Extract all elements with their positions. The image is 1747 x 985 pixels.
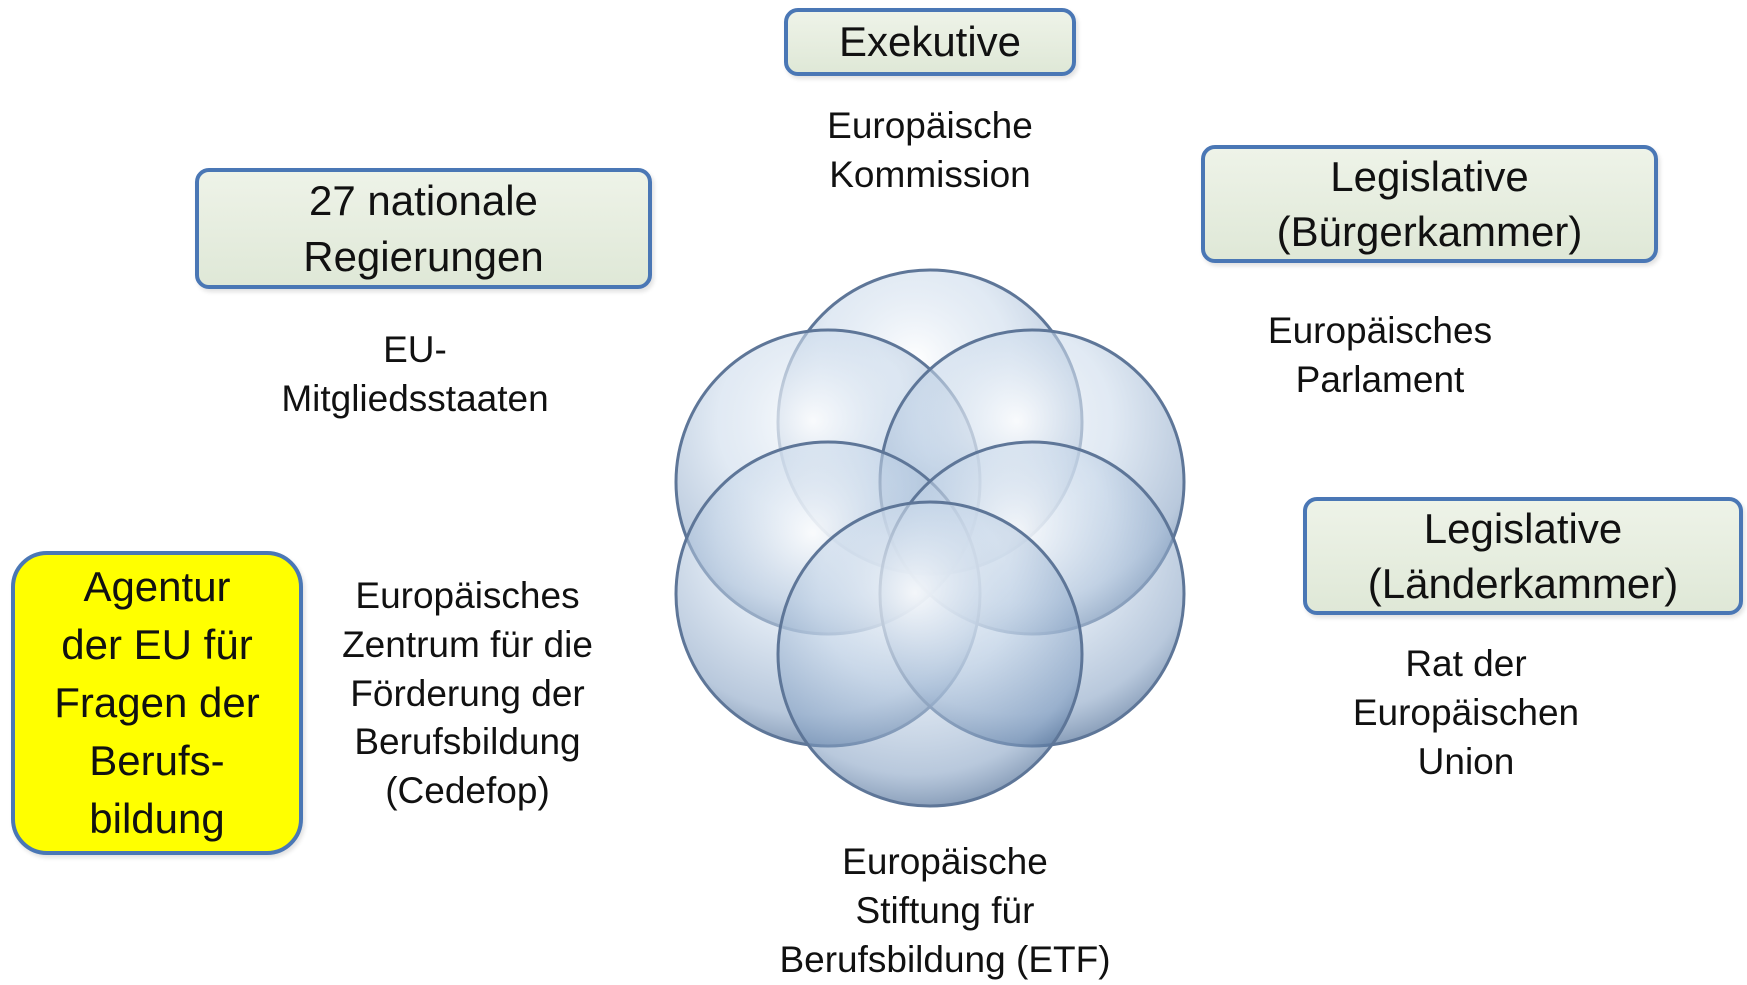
cedefop-label: Europäisches Zentrum für die Förderung d… (342, 575, 593, 812)
exekutive-box: Exekutive (784, 8, 1076, 76)
national-governments-text: 27 nationale Regierungen (303, 177, 544, 280)
buergerkammer-text: Legislative (Bürgerkammer) (1276, 152, 1583, 255)
circle-bottom (776, 500, 1084, 808)
buergerkammer-box: Legislative (Bürgerkammer) (1201, 145, 1658, 263)
etf-label: Europäische Stiftung für Berufsbildung (… (779, 841, 1111, 980)
overlapping-circles-diagram (674, 268, 1186, 808)
agentur-box: Agentur der EU für Fragen der Berufs- bi… (11, 551, 303, 855)
mitgliedsstaaten-label: EU- Mitgliedsstaaten (281, 329, 549, 419)
kommission-label: Europäische Kommission (827, 105, 1033, 195)
laenderkammer-text: Legislative (Länderkammer) (1367, 504, 1679, 607)
rat-label: Rat der Europäischen Union (1352, 643, 1580, 782)
national-governments-box: 27 nationale Regierungen (195, 168, 652, 289)
agentur-text: Agentur der EU für Fragen der Berufs- bi… (54, 563, 260, 842)
parlament-label: Europäisches Parlament (1267, 310, 1493, 400)
laenderkammer-box: Legislative (Länderkammer) (1303, 497, 1743, 615)
exekutive-text: Exekutive (838, 18, 1022, 66)
